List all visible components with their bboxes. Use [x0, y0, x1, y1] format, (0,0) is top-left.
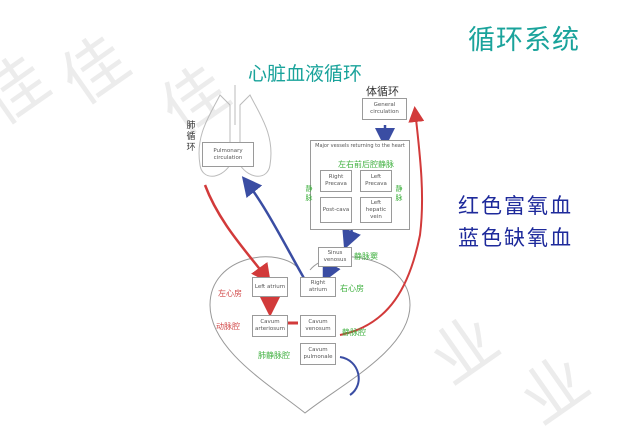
hepatic-vein-box: Left hepatic vein	[360, 197, 392, 223]
pulmonary-circulation-box: Pulmonary circulation	[202, 142, 254, 167]
watermark: 业	[508, 342, 603, 440]
systemic-label: 体循环	[366, 85, 399, 98]
page-title: 循环系统	[468, 25, 580, 56]
circulation-diagram: 体循环 肺循环 General circulation Major vessel…	[180, 85, 440, 415]
left-atrium-label: 左心房	[218, 289, 242, 298]
diagram-lines	[198, 85, 425, 414]
general-circulation-box: General circulation	[362, 98, 407, 120]
major-vessels-label: Major vessels returning to the heart	[315, 143, 405, 149]
lungs-icon	[198, 85, 272, 177]
right-precava-box: Right Precava	[320, 170, 352, 192]
legend-oxygen-rich: 红色富氧血	[458, 194, 573, 218]
right-atrium-label: 右心房	[340, 284, 364, 293]
watermark: 佳	[48, 22, 143, 120]
deoxygenated-flow-sinus	[342, 227, 361, 250]
right-atrium-box: Right atrium	[300, 277, 336, 297]
cavum-arteriosum-box: Cavum arteriosum	[252, 315, 288, 337]
legend-oxygen-poor: 蓝色缺氧血	[458, 226, 573, 250]
deoxygenated-flow-pulmonary	[241, 176, 307, 281]
watermark: 佳	[0, 42, 63, 140]
left-atrium-box: Left atrium	[252, 277, 288, 297]
oxygenated-flow-lungs	[203, 184, 271, 285]
vena-left-label: 静脉	[305, 185, 313, 202]
heart-outline	[209, 256, 411, 414]
cavum-pulmonale-box: Cavum pulmonale	[300, 343, 336, 365]
oxygenated-flow-systemic	[339, 106, 425, 336]
sinus-label: 静脉窦	[354, 252, 378, 261]
pulmonary-label: 肺循环	[186, 121, 196, 153]
page-subtitle: 心脏血液循环	[248, 63, 363, 85]
cavum-venosum-box: Cavum venosum	[300, 315, 336, 337]
pulmonary-cavity-label: 肺静脉腔	[258, 351, 290, 360]
deoxygenated-flow-atrium	[322, 260, 341, 283]
vena-right-label: 静脉	[395, 185, 403, 202]
deoxygenated-flow-pulmonale	[339, 356, 360, 396]
vena-cava-group-label: 左右前后腔静脉	[338, 160, 394, 169]
arterial-cavity-label: 动脉腔	[216, 322, 240, 331]
venous-cavity-label: 静脉腔	[342, 328, 366, 337]
postcava-box: Post-cava	[320, 197, 352, 223]
left-precava-box: Left Precava	[360, 170, 392, 192]
sinus-venosus-box: Sinus venosus	[318, 247, 352, 267]
